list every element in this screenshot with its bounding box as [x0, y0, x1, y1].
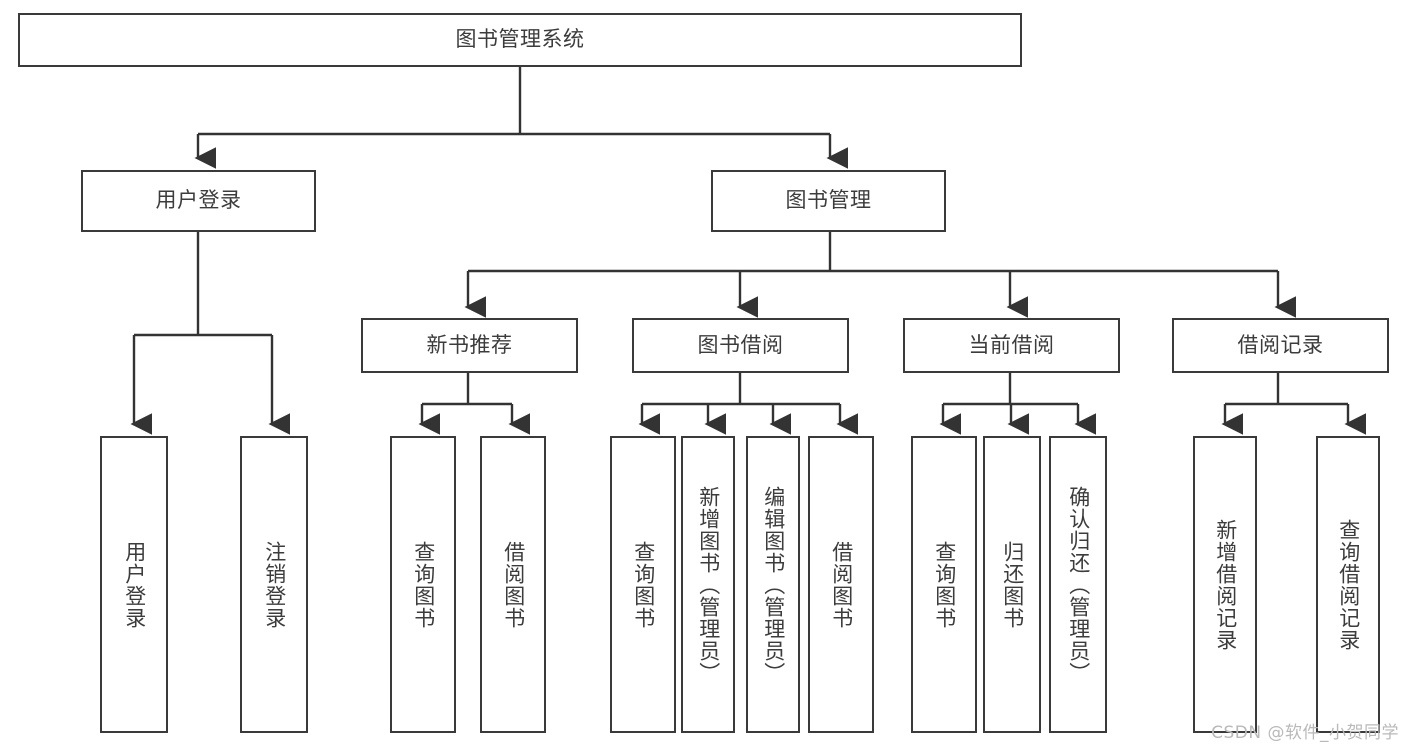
node-leaf-add-book[interactable]: 新增图书（管理员）: [681, 436, 735, 733]
node-leaf-user-login-label: 用户登录: [122, 540, 147, 629]
node-leaf-borrow-book-1-label: 借阅图书: [501, 540, 526, 629]
node-leaf-edit-book[interactable]: 编辑图书（管理员）: [746, 436, 800, 733]
node-leaf-return-book-label: 归还图书: [1000, 540, 1025, 629]
node-leaf-add-book-label: 新增图书（管理员）: [696, 485, 721, 684]
node-leaf-confirm-return-label: 确认归还（管理员）: [1066, 485, 1091, 684]
node-current-borrow-label: 当前借阅: [968, 332, 1055, 357]
node-leaf-user-login[interactable]: 用户登录: [100, 436, 168, 733]
node-book-borrow-label: 图书借阅: [697, 332, 784, 357]
node-book-borrow[interactable]: 图书借阅: [632, 318, 849, 373]
node-leaf-confirm-return[interactable]: 确认归还（管理员）: [1049, 436, 1107, 733]
node-leaf-query-borrow-record-label: 查询借阅记录: [1336, 518, 1361, 651]
node-leaf-query-book-3-label: 查询图书: [932, 540, 957, 629]
node-borrow-record-label: 借阅记录: [1237, 332, 1324, 357]
node-leaf-borrow-book-2-label: 借阅图书: [829, 540, 854, 629]
node-current-borrow[interactable]: 当前借阅: [903, 318, 1120, 373]
node-leaf-borrow-book-2[interactable]: 借阅图书: [808, 436, 874, 733]
node-new-book-recommend-label: 新书推荐: [426, 332, 513, 357]
node-leaf-borrow-book-1[interactable]: 借阅图书: [480, 436, 546, 733]
node-book-management[interactable]: 图书管理: [711, 170, 946, 232]
watermark: CSDN @软件_小贺同学: [1211, 723, 1399, 743]
node-root-label: 图书管理系统: [455, 27, 585, 52]
node-book-management-label: 图书管理: [785, 188, 872, 213]
node-leaf-edit-book-label: 编辑图书（管理员）: [761, 485, 786, 684]
node-leaf-user-logout[interactable]: 注销登录: [240, 436, 308, 733]
node-leaf-user-logout-label: 注销登录: [262, 540, 287, 629]
node-leaf-query-book-1-label: 查询图书: [411, 540, 436, 629]
node-leaf-query-book-2[interactable]: 查询图书: [610, 436, 676, 733]
node-leaf-query-book-3[interactable]: 查询图书: [911, 436, 977, 733]
node-new-book-recommend[interactable]: 新书推荐: [361, 318, 578, 373]
node-user-login[interactable]: 用户登录: [81, 170, 316, 232]
node-root[interactable]: 图书管理系统: [18, 13, 1022, 67]
node-leaf-query-book-2-label: 查询图书: [631, 540, 656, 629]
node-user-login-label: 用户登录: [155, 188, 242, 213]
node-leaf-add-borrow-record-label: 新增借阅记录: [1213, 518, 1238, 651]
node-leaf-query-book-1[interactable]: 查询图书: [390, 436, 456, 733]
node-borrow-record[interactable]: 借阅记录: [1172, 318, 1389, 373]
node-leaf-return-book[interactable]: 归还图书: [983, 436, 1041, 733]
node-leaf-add-borrow-record[interactable]: 新增借阅记录: [1193, 436, 1257, 733]
node-leaf-query-borrow-record[interactable]: 查询借阅记录: [1316, 436, 1380, 733]
